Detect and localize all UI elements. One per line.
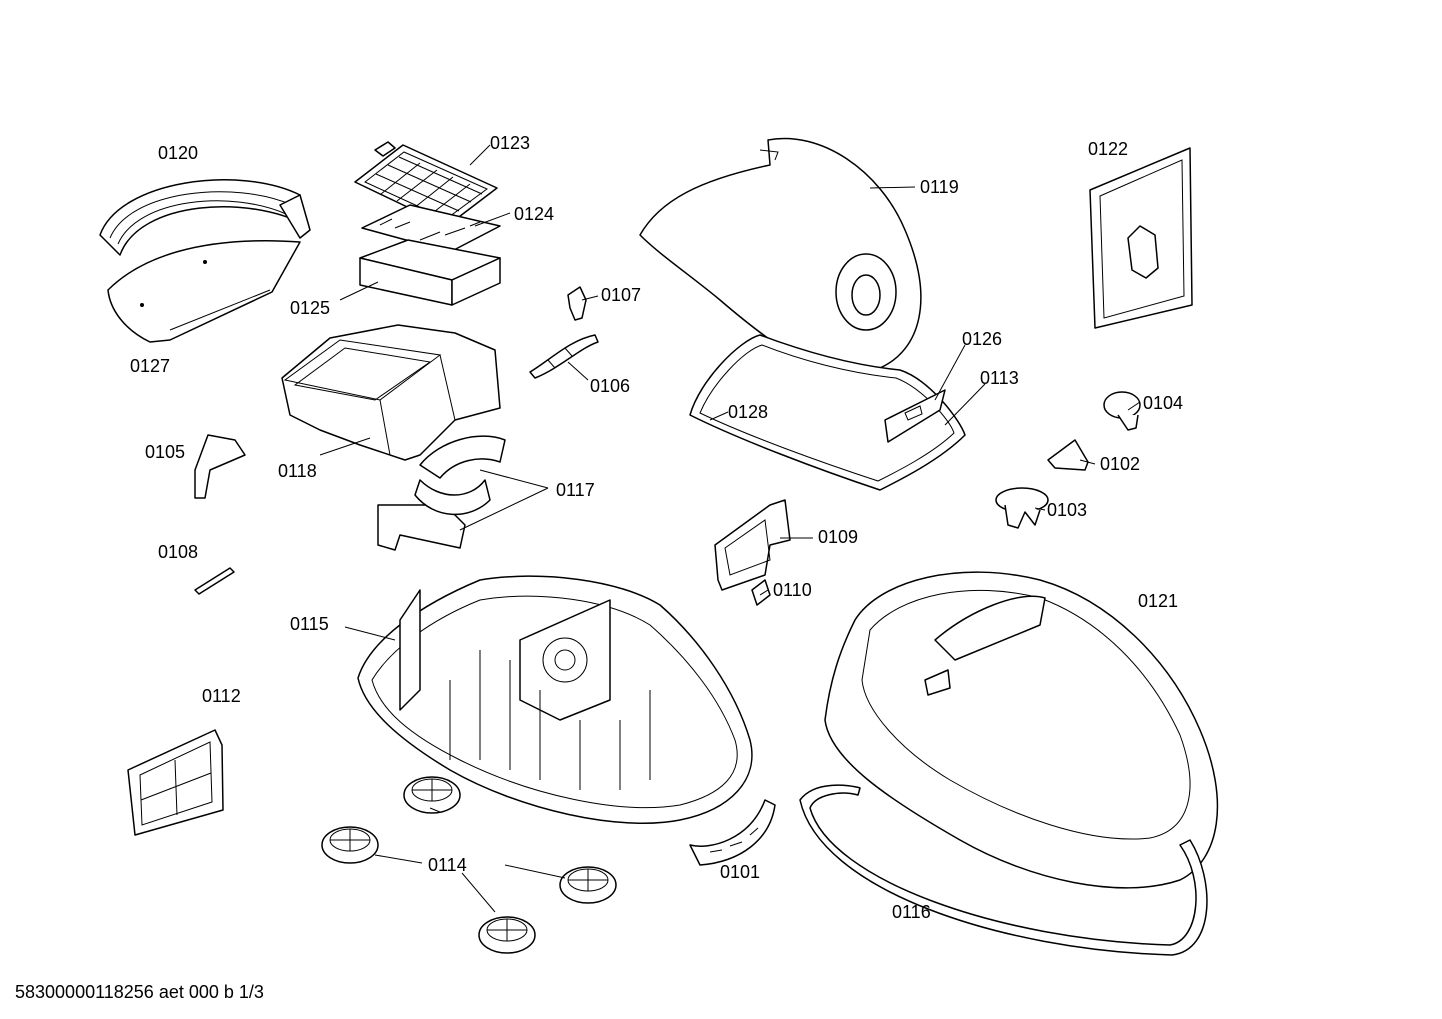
label-0117: 0117	[556, 480, 595, 500]
label-0123: 0123	[490, 133, 530, 153]
label-0115: 0115	[290, 614, 329, 634]
label-0121: 0121	[1138, 591, 1178, 611]
part-0102-bracket	[1047, 439, 1089, 471]
label-0128: 0128	[728, 402, 768, 422]
label-0101: 0101	[720, 862, 760, 882]
part-0109-bracket	[714, 499, 791, 591]
label-0118: 0118	[278, 461, 317, 481]
part-0105-bracket	[194, 434, 246, 499]
part-0121-upper-shell	[824, 571, 1219, 889]
label-0109: 0109	[818, 527, 858, 547]
part-0118-motor-housing	[281, 324, 501, 461]
label-0108: 0108	[158, 542, 198, 562]
label-0126: 0126	[962, 329, 1002, 349]
part-0125-foam-block	[359, 239, 501, 306]
part-0115-base-chassis	[357, 575, 753, 825]
part-0110-clip	[751, 579, 771, 606]
label-0120: 0120	[158, 143, 198, 163]
part-labels: 0120 0123 0124 0125 0127 0107 0106 0119 …	[130, 133, 1183, 922]
label-0113: 0113	[980, 368, 1019, 388]
part-0101-bumper	[689, 799, 776, 866]
label-0107: 0107	[601, 285, 641, 305]
part-0117-baffles	[377, 435, 506, 551]
part-0119-top-cover	[639, 137, 922, 374]
leader-lines	[319, 144, 1141, 913]
label-0102: 0102	[1100, 454, 1140, 474]
label-0110: 0110	[773, 580, 812, 600]
label-0125: 0125	[290, 298, 330, 318]
part-0108-pin	[194, 567, 235, 595]
part-0122-dust-bag	[1089, 147, 1193, 329]
drawing-reference-footer: 58300000118256 aet 000 b 1/3	[15, 982, 264, 1002]
label-0116: 0116	[892, 902, 931, 922]
part-0112-filter-frame	[127, 729, 224, 836]
part-0126-latch	[884, 389, 946, 443]
label-0122: 0122	[1088, 139, 1128, 159]
label-0104: 0104	[1143, 393, 1183, 413]
part-0107-clip	[567, 286, 587, 321]
label-0112: 0112	[202, 686, 241, 706]
label-0105: 0105	[145, 442, 185, 462]
part-0128-seal	[689, 334, 966, 491]
part-0114-wheel-a	[403, 776, 461, 814]
part-0116-seal	[799, 784, 1208, 956]
part-0104-grille	[1103, 391, 1141, 431]
label-0127: 0127	[130, 356, 170, 376]
part-0114-wheel-c	[559, 866, 617, 904]
label-0106: 0106	[590, 376, 630, 396]
part-0114-wheel-b	[321, 826, 379, 864]
label-0119: 0119	[920, 177, 959, 197]
label-0124: 0124	[514, 204, 554, 224]
part-0103-grille	[995, 487, 1049, 529]
label-0103: 0103	[1047, 500, 1087, 520]
part-0114-wheel-d	[478, 916, 536, 954]
part-0123-filter-grid	[354, 141, 498, 227]
part-0127-plate	[107, 240, 301, 343]
label-0114: 0114	[428, 855, 467, 875]
part-0106-spring	[529, 334, 599, 379]
